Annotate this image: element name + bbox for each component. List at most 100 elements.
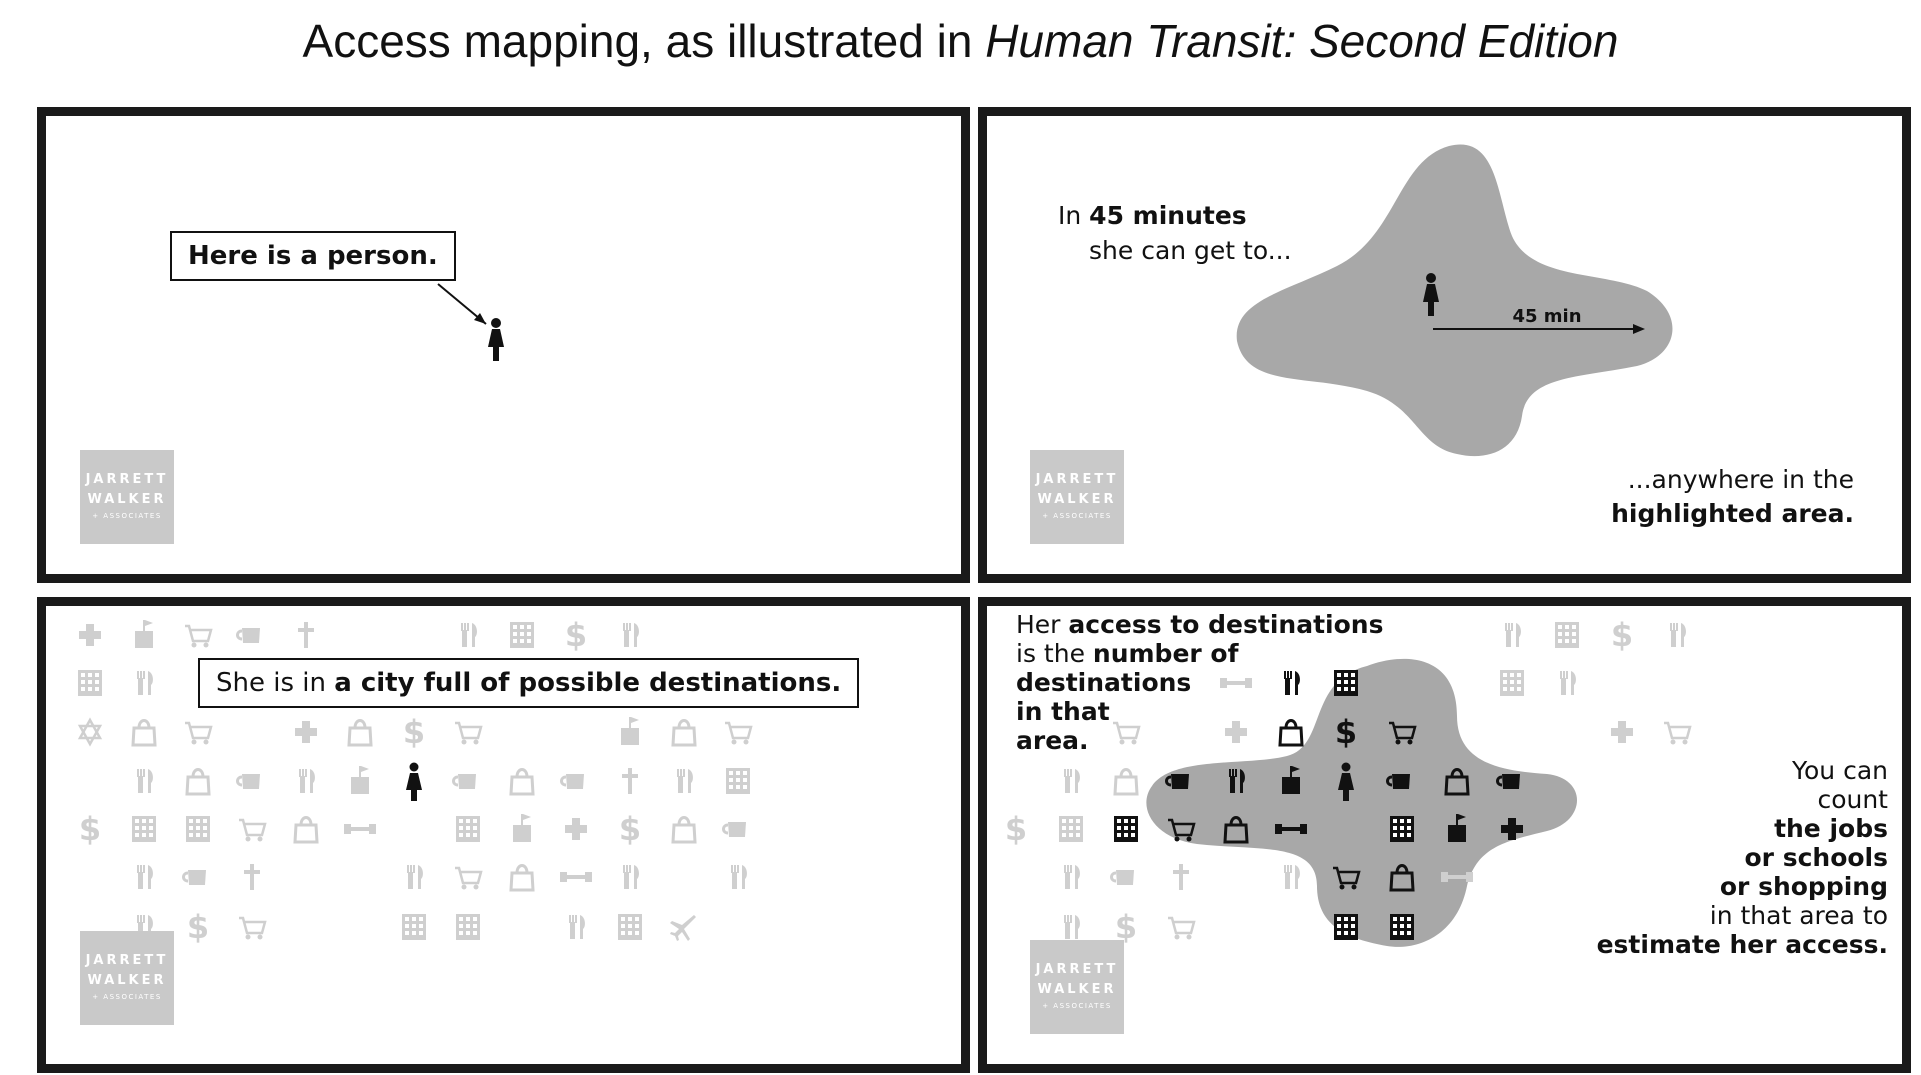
count-text-line7: estimate her access. — [1596, 930, 1888, 959]
shopping-cart-icon — [239, 916, 267, 940]
radius-label: 45 min — [1512, 306, 1581, 327]
access-area-blob — [1236, 144, 1673, 457]
panel-city-of-destinations: $$$$$ She is in a city full of possible … — [37, 597, 970, 1073]
area-caption-line2: highlighted area. — [1611, 499, 1854, 528]
person-icon — [1423, 273, 1439, 316]
svg-text:$: $ — [79, 810, 101, 848]
hospital-icon — [79, 624, 101, 646]
svg-text:$: $ — [187, 908, 209, 946]
shopping-cart-icon — [1113, 721, 1141, 745]
person-icon — [406, 762, 422, 801]
restaurant-icon — [137, 671, 153, 695]
count-text-line6: in that area to — [1709, 901, 1888, 930]
bank-icon: $ — [1611, 616, 1633, 654]
shopping-cart-icon — [185, 721, 213, 745]
jarrett-walker-logo: JARRETT WALKER + ASSOCIATES — [80, 931, 174, 1025]
restaurant-icon — [731, 865, 747, 889]
gym-icon — [1220, 678, 1252, 688]
panel1-art — [437, 283, 504, 361]
shopping-cart-icon — [725, 721, 753, 745]
jarrett-walker-logo: JARRETT WALKER + ASSOCIATES — [1030, 940, 1124, 1034]
school-icon — [1448, 814, 1466, 842]
building-icon — [1390, 914, 1414, 940]
cafe-icon — [1165, 774, 1189, 789]
shopping-cart-icon — [1333, 866, 1361, 890]
jarrett-walker-logo: JARRETT WALKER + ASSOCIATES — [80, 450, 174, 544]
building-icon — [510, 622, 534, 648]
svg-text:$: $ — [1115, 908, 1137, 946]
svg-text:$: $ — [403, 713, 425, 751]
restaurant-icon — [461, 623, 477, 647]
building-icon — [1334, 670, 1358, 696]
shopping-cart-icon — [455, 721, 483, 745]
shopping-cart-icon — [185, 624, 213, 648]
bank-icon: $ — [619, 810, 641, 848]
school-icon — [351, 766, 369, 794]
destination-icons-layer: $ $ $ $ — [1005, 616, 1692, 947]
restaurant-icon — [677, 769, 693, 793]
person-icon — [488, 318, 504, 361]
building-icon — [1555, 622, 1579, 648]
cafe-icon — [452, 774, 476, 789]
school-icon — [513, 814, 531, 842]
shopping-bag-icon — [671, 816, 697, 844]
panel-count-destinations: $$$$ Her access to destinations is the n… — [978, 597, 1911, 1073]
access-text-line1: Her access to destinations — [1016, 610, 1384, 639]
radius-arrow-head — [1633, 324, 1645, 334]
restaurant-icon — [1505, 623, 1521, 647]
person-icon — [1338, 762, 1354, 801]
church-icon — [298, 622, 314, 648]
school-icon — [135, 620, 153, 648]
destination-icons-layer: $$$$$ — [77, 616, 753, 946]
area-caption-line1: ...anywhere in the — [1627, 465, 1854, 494]
restaurant-icon — [1064, 769, 1080, 793]
cafe-icon — [1496, 774, 1520, 789]
bank-icon: $ — [1335, 713, 1357, 751]
building-icon — [1334, 914, 1358, 940]
access-text-line4: in that — [1016, 697, 1110, 726]
cafe-icon — [182, 870, 206, 885]
count-text-line5: or shopping — [1719, 872, 1888, 901]
cafe-icon — [722, 822, 746, 837]
svg-text:$: $ — [619, 810, 641, 848]
svg-text:$: $ — [1611, 616, 1633, 654]
building-icon — [1390, 816, 1414, 842]
restaurant-icon — [569, 915, 585, 939]
church-icon — [1173, 864, 1189, 890]
gym-icon — [560, 872, 592, 882]
bank-icon: $ — [187, 908, 209, 946]
shopping-bag-icon — [347, 719, 373, 747]
shopping-bag-icon — [1223, 816, 1249, 844]
restaurant-icon — [299, 769, 315, 793]
access-text-line3: destinations — [1016, 668, 1192, 697]
access-area-blob — [1146, 658, 1577, 947]
shopping-bag-icon — [185, 768, 211, 796]
count-text-line1: You can — [1792, 756, 1888, 785]
building-icon — [132, 816, 156, 842]
building-icon — [402, 914, 426, 940]
restaurant-icon — [1284, 671, 1300, 695]
shopping-bag-icon — [509, 864, 535, 892]
restaurant-icon — [1560, 671, 1576, 695]
hospital-icon — [1225, 721, 1247, 743]
shopping-bag-icon — [293, 816, 319, 844]
airport-icon — [670, 915, 696, 941]
building-icon — [618, 914, 642, 940]
restaurant-icon — [623, 865, 639, 889]
church-icon — [622, 768, 638, 794]
jarrett-walker-logo: JARRETT WALKER + ASSOCIATES — [1030, 450, 1124, 544]
shopping-bag-icon — [671, 719, 697, 747]
building-icon — [1500, 670, 1524, 696]
restaurant-icon — [1064, 915, 1080, 939]
shopping-cart-icon — [1389, 721, 1417, 745]
panel-45-minute-area: 45 min In 45 minutes she can get to... .… — [978, 107, 1911, 583]
bank-icon: $ — [1005, 810, 1027, 848]
building-icon — [1114, 816, 1138, 842]
restaurant-icon — [137, 769, 153, 793]
building-icon — [1059, 816, 1083, 842]
shopping-cart-icon — [1168, 818, 1196, 842]
time-caption-line1: In 45 minutes — [1058, 201, 1247, 230]
hospital-icon — [565, 818, 587, 840]
time-caption-line2: she can get to... — [1089, 236, 1292, 265]
person-callout: Here is a person. — [170, 231, 456, 281]
